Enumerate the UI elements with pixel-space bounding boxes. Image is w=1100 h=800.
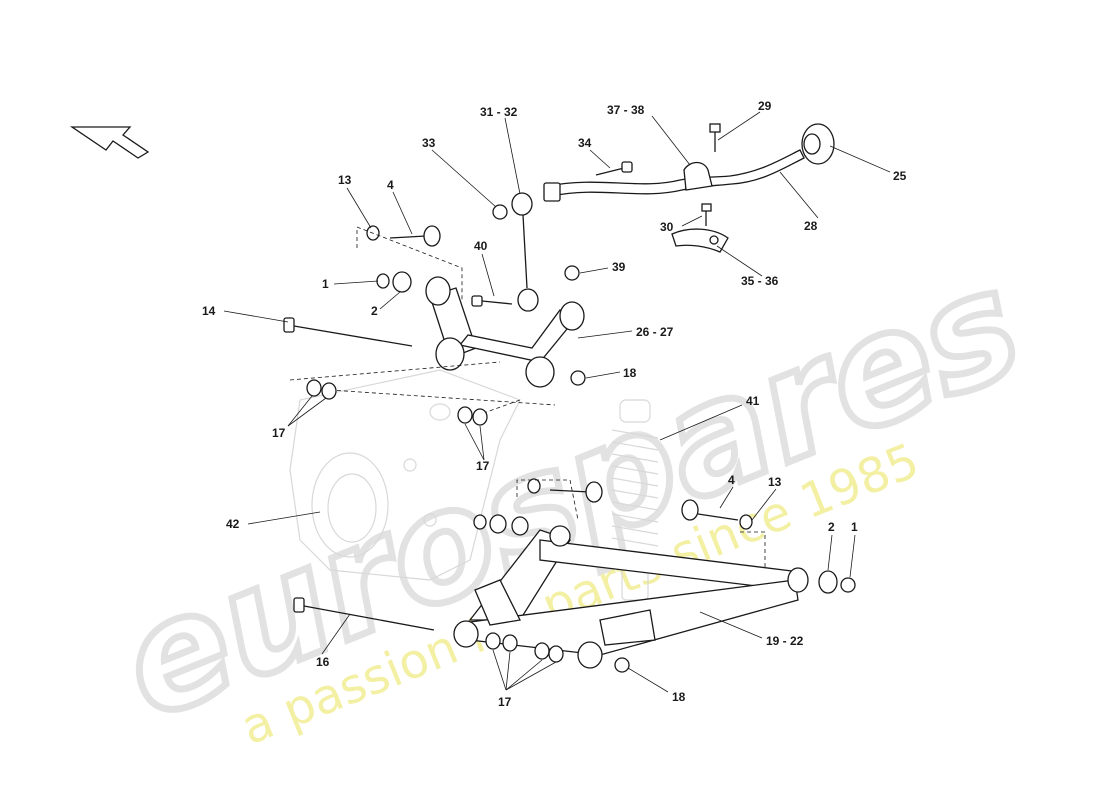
bolt-34 [595, 161, 633, 176]
callout-19-22: 19 - 22 [766, 634, 804, 648]
callout-16: 16 [316, 655, 330, 669]
drop-link [511, 192, 539, 312]
callout-17-upper-left: 17 [272, 426, 286, 440]
dash-upper-set [356, 226, 463, 300]
callout-18-lower: 18 [672, 690, 686, 704]
nut-33 [492, 204, 508, 220]
bushing-25 [801, 123, 835, 165]
dash-lower-right [740, 531, 766, 572]
nut-1-lower [840, 577, 856, 593]
callout-34: 34 [578, 136, 592, 150]
callout-41: 41 [746, 394, 760, 408]
callout-30: 30 [660, 220, 674, 234]
long-bolt-14 [283, 317, 413, 347]
washers-17-upper-left [306, 379, 337, 400]
dash-lower-left [516, 479, 579, 521]
washers-17-upper-right [457, 406, 488, 426]
callout-31-32: 31 - 32 [480, 105, 518, 119]
bolt-40 [471, 295, 513, 307]
bolt-30 [701, 203, 712, 226]
bushing-2-lower [818, 570, 838, 594]
callout-17-upper-right: 17 [476, 459, 490, 473]
callout-2-lower: 2 [828, 520, 835, 534]
lower-a-arm [453, 525, 809, 669]
bracket-35-36 [671, 228, 729, 253]
callout-13-upper: 13 [338, 173, 352, 187]
callout-35-36: 35 - 36 [741, 274, 779, 288]
callout-40: 40 [474, 239, 488, 253]
leader-lines [223, 111, 891, 693]
callout-39: 39 [612, 260, 626, 274]
nut-18-lower [614, 657, 630, 673]
callout-42: 42 [226, 517, 240, 531]
lower-bolt-set-right [681, 499, 753, 530]
upper-a-arm [425, 276, 585, 388]
anti-roll-bar [543, 149, 805, 202]
bolt-29 [709, 123, 721, 152]
callout-14: 14 [202, 304, 216, 318]
callout-26-27: 26 - 27 [636, 325, 674, 339]
callout-4-lower: 4 [728, 473, 735, 487]
callout-33: 33 [422, 136, 436, 150]
callout-18-upper: 18 [623, 366, 637, 380]
nut-39 [564, 265, 580, 281]
callout-13-lower: 13 [768, 475, 782, 489]
lower-bolt-set-left [473, 478, 603, 536]
hub-carrier-ghost [289, 369, 521, 581]
callout-1-lower: 1 [851, 520, 858, 534]
direction-arrow-icon [69, 126, 150, 159]
callout-25: 25 [893, 169, 907, 183]
long-bolt-16 [293, 597, 435, 631]
callout-37-38: 37 - 38 [607, 103, 645, 117]
callout-labels: 31 - 32 37 - 38 29 33 34 25 13 4 28 30 4… [202, 99, 907, 709]
callout-2-upper: 2 [371, 304, 378, 318]
callout-29: 29 [758, 99, 772, 113]
callout-4-upper: 4 [387, 178, 394, 192]
callout-28: 28 [804, 219, 818, 233]
washers-17-lower [485, 632, 564, 663]
clamp-37-38 [683, 161, 713, 191]
callout-1-upper: 1 [322, 277, 329, 291]
callout-17-lower: 17 [498, 695, 512, 709]
nut-18-upper [570, 370, 586, 386]
